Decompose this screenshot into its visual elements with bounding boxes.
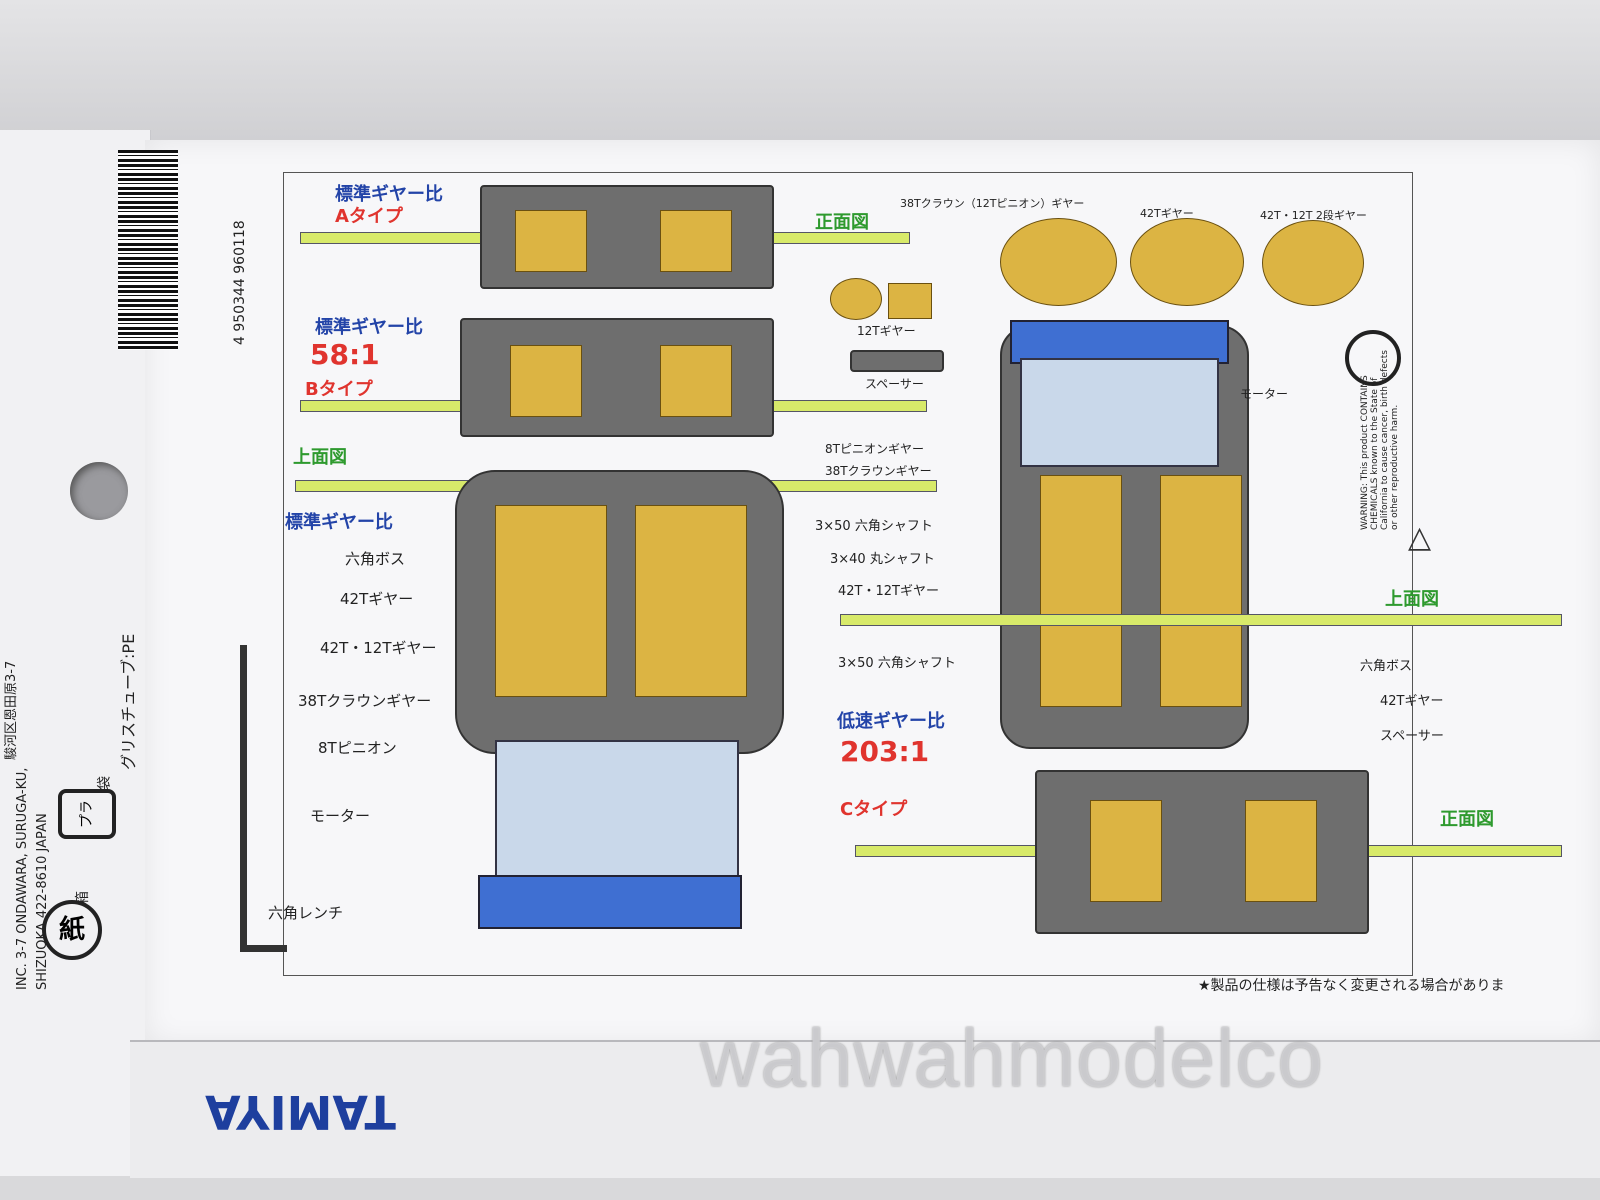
type-b-title: 標準ギヤー比: [315, 317, 423, 338]
label-3x50-hex-shaft: 3×50 六角シャフト: [815, 519, 933, 534]
left-motors: [495, 740, 739, 879]
box-bottom-edge: [130, 1040, 1600, 1178]
tamiya-logo: TAMIYA: [205, 1085, 396, 1139]
diagram-frame: [283, 172, 1413, 976]
spec-footnote: ★製品の仕様は予告なく変更される場合がありま: [1198, 978, 1505, 994]
left-top-title: 標準ギヤー比: [285, 512, 393, 533]
label-42t-gear: 42Tギヤー: [340, 590, 414, 608]
type-c-title: 低速ギヤー比: [837, 711, 945, 732]
type-a-view: 正面図: [815, 212, 869, 233]
pinion-icon: [888, 283, 932, 319]
right-gear-stack: [1040, 475, 1122, 707]
barcode-number: 4 950344 960118: [232, 220, 248, 345]
barcode: [118, 150, 178, 350]
part-12t-label: 12Tギヤー: [857, 324, 916, 338]
gear-42t-icon: [1130, 218, 1244, 306]
right-shaft: [840, 614, 1562, 626]
label-hex-boss: 六角ボス: [345, 550, 406, 568]
part-spacer-label: スペーサー: [865, 377, 924, 391]
label-3x40-round-shaft: 3×40 丸シャフト: [830, 552, 935, 567]
label-8t-pinion-gear: 8Tピニオンギヤー: [825, 442, 924, 456]
part-42t-12t-label: 42T・12T 2段ギヤー: [1260, 209, 1367, 222]
part-crown-label: 38Tクラウン（12Tピニオン）ギヤー: [900, 197, 1085, 210]
right-motors: [1020, 358, 1219, 467]
crown-gear-icon: [1000, 218, 1117, 306]
hang-hole: [70, 462, 128, 520]
label-right-42t: 42Tギヤー: [1380, 694, 1444, 709]
prop65-warning: WARNING: This product CONTAINS CHEMICALS…: [1360, 350, 1400, 530]
label-right-spacer: スペーサー: [1380, 729, 1444, 744]
label-right-motor: モーター: [1240, 387, 1289, 401]
spacer-icon: [850, 350, 944, 372]
left-top-view: 上面図: [293, 447, 347, 468]
label-right-38t-crown: 38Tクラウンギヤー: [825, 464, 932, 478]
label-8t-pinion: 8Tピニオン: [318, 739, 397, 757]
type-b-ratio: 58:1: [310, 338, 380, 371]
paper-recycle-note: 箱: [75, 891, 91, 905]
label-38t-crown: 38Tクラウンギヤー: [298, 692, 432, 710]
paper-recycle-icon: 紙: [42, 900, 102, 960]
type-a-gear: [660, 210, 732, 272]
address-line1: INC. 3-7 ONDAWARA, SURUGA-KU,: [15, 767, 30, 990]
type-a-title: 標準ギヤー比: [335, 184, 443, 205]
type-a-label: Aタイプ: [335, 206, 403, 227]
warning-triangle-icon: △: [1408, 520, 1432, 555]
part-42t-label: 42Tギヤー: [1140, 207, 1194, 220]
grease-tube-label: グリスチューブ:PE: [119, 633, 138, 770]
type-b-gear: [660, 345, 732, 417]
label-motor: モーター: [310, 807, 371, 825]
address-line2: SHIZUOKA 422-8610 JAPAN: [35, 813, 50, 990]
left-gear-stack: [495, 505, 607, 697]
hex-wrench-icon: [240, 645, 287, 952]
type-c-gear: [1245, 800, 1317, 902]
type-c-label: Cタイプ: [840, 799, 908, 820]
type-c-gearbox: [1035, 770, 1369, 934]
type-c-ratio: 203:1: [840, 735, 930, 768]
watermark: wahwahmodelco: [700, 1013, 1324, 1104]
type-c-front-view: 正面図: [1440, 809, 1494, 830]
label-42t-12t-gear: 42T・12Tギヤー: [320, 639, 437, 657]
right-gear-stack: [1160, 475, 1242, 707]
plastic-recycle-icon: プラ: [58, 789, 116, 839]
label-hex-wrench: 六角レンチ: [268, 904, 344, 922]
label-3x50-hex-shaft-2: 3×50 六角シャフト: [838, 656, 956, 671]
type-b-gear: [510, 345, 582, 417]
type-a-gear: [515, 210, 587, 272]
type-b-label: Bタイプ: [305, 379, 373, 400]
label-right-hex-boss: 六角ボス: [1360, 659, 1413, 674]
type-c-gear: [1090, 800, 1162, 902]
background: [0, 0, 1600, 140]
left-gear-stack: [635, 505, 747, 697]
gear-42t-12t-icon: [1262, 220, 1364, 306]
plastic-recycle-note: 袋: [97, 776, 113, 790]
gear-12t-icon: [830, 278, 882, 320]
address-jp: 駿河区恩田原3-7: [4, 660, 19, 760]
left-motor-caps: [478, 875, 742, 929]
label-right-42t-12t: 42T・12Tギヤー: [838, 584, 939, 599]
green-dot-recycle-icon: [1345, 330, 1401, 386]
type-c-top-view: 上面図: [1385, 589, 1439, 610]
